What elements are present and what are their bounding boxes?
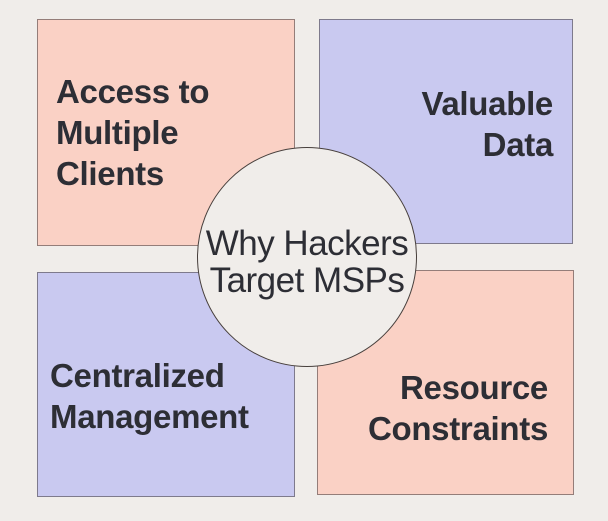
quadrant-label-line: Constraints [367, 410, 548, 447]
quadrant-valuable-data: Valuable Data [319, 19, 573, 244]
quadrant-access-to-multiple-clients: Access to Multiple Clients [37, 19, 295, 246]
quadrant-label-line: Resource [399, 369, 548, 406]
quadrant-label-line: Valuable [421, 84, 553, 122]
diagram-title-line: Why Hackers [205, 224, 409, 263]
quadrant-label: Centralized Management [38, 332, 294, 437]
diagram-title: Why Hackers Target MSPs [206, 215, 409, 299]
quadrant-resource-constraints: Resource Constraints [317, 270, 574, 495]
quadrant-label-line: Management [50, 398, 249, 435]
center-circle: Why Hackers Target MSPs [197, 147, 417, 367]
quadrant-label-line: Data [482, 125, 554, 163]
quadrant-label: Access to Multiple Clients [38, 71, 294, 194]
quadrant-label-line: Multiple [56, 114, 179, 151]
diagram-title-line: Target MSPs [209, 261, 405, 300]
quadrant-label-line: Clients [56, 155, 164, 192]
quadrant-label: Valuable Data [320, 83, 572, 181]
quadrant-label: Resource Constraints [318, 316, 573, 449]
quadrant-centralized-management: Centralized Management [37, 272, 295, 497]
quadrant-label-line: Access to [56, 73, 210, 110]
quadrant-label-line: Centralized [50, 357, 225, 394]
